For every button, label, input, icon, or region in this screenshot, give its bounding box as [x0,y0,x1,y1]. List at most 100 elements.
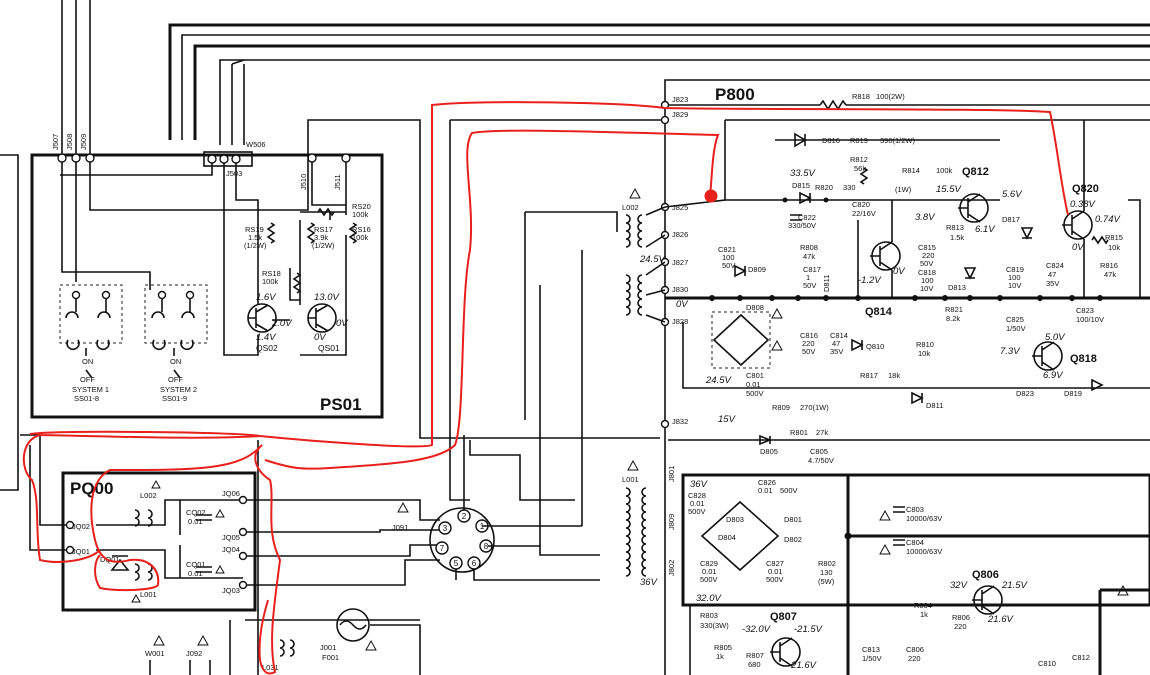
c817-value-1: 1 [806,273,810,282]
d805-label: D805 [760,447,778,456]
jq04-label: JQ04 [222,545,240,554]
l002-primary [625,214,631,248]
svg-text:6: 6 [472,559,477,568]
r821-value: 8.2k [946,314,960,323]
c817-label: C817 [803,265,821,274]
ps01-label: PS01 [320,395,362,414]
qs02-label: QS02 [256,343,278,353]
c820-label: C820 [852,200,870,209]
v-minus-1-2-label: -1.2V [858,275,882,286]
c816-value-2: 50V [802,347,815,356]
c815-value-2: 50V [920,259,933,268]
rs17-resistor [306,222,316,244]
q810-label: Q810 [866,342,884,351]
j511-label: J511 [333,174,342,190]
d802-label: D802 [784,535,802,544]
r815-value: 10k [1108,243,1120,252]
pq00-l001-label: L001 [140,590,157,599]
qs02-v-collector: 2.0V [271,318,293,329]
v24-5b-label: 24.5V [705,375,732,386]
c818-value-1: 100 [921,276,934,285]
r813-label: R813 [946,223,964,232]
r814-label: R814 [902,166,920,175]
r802-value-2: (5W) [818,577,835,586]
r803-label: R803 [700,611,718,620]
svg-text:8: 8 [484,542,489,551]
j823-label: J823 [672,95,688,104]
c822-value: 330/50V [788,221,816,230]
q814-v0-label: 0V [893,266,906,277]
f001-label: F001 [322,653,339,662]
cq01-label: CQ01 [186,560,206,569]
red-probe-dot [704,189,718,203]
r807-label: R807 [746,651,764,660]
c815-value-1: 220 [922,251,935,260]
pq00-block: PQ00 JQ02 JQ01 L002 L001 DQ01 CQ02 0.01 … [20,434,257,612]
j827-label: J827 [672,258,688,267]
c813-label: C813 [862,645,880,654]
c827-value-1: 0.01 [768,567,783,576]
w506-label: W506 [246,140,266,149]
d823-label: D823 [1016,389,1034,398]
j508-label: J508 [65,134,74,150]
qs01-label: QS01 [318,343,340,353]
c803-value: 10000/63V [906,514,942,523]
c828-value-1: 0.01 [690,499,705,508]
d815-label: D815 [792,181,810,190]
d809-label: D809 [748,265,766,274]
r820-watt: (1W) [895,185,912,194]
fuse-holder [336,608,370,642]
rs20-value: 100k [352,210,369,219]
rs19-label: RS19 [245,225,264,234]
j092-label: J092 [186,649,202,658]
c829-value-1: 0.01 [702,567,717,576]
c824-value-2: 35V [1046,279,1059,288]
sys1-off-label: OFF [80,375,95,384]
r809-label: R809 [772,403,790,412]
q820-label: Q820 [1072,183,1099,195]
c821-label: C821 [718,245,736,254]
c819-value-2: 10V [1008,281,1021,290]
jq05-label: JQ05 [222,533,240,542]
v15-label: 15V [718,414,737,425]
r810-value: 10k [918,349,930,358]
c823-label: C823 [1076,306,1094,315]
c821-value-1: 100 [722,253,735,262]
c806-label: C806 [906,645,924,654]
c814-value-1: 47 [832,339,840,348]
r810-label: R810 [916,340,934,349]
l031-coil [279,639,295,657]
d813-label: D813 [948,283,966,292]
svg-text:5: 5 [454,559,459,568]
rs20-resistor [317,207,335,217]
rs20-label: RS20 [352,202,371,211]
rs17-value: 3.9k [314,233,328,242]
r807-value: 680 [748,660,761,669]
r801-value: 27k [816,428,828,437]
r818-value: 100(2W) [876,92,905,101]
c819-label: C819 [1006,265,1024,274]
c827-value-2: 500V [766,575,784,584]
cq02-value: 0.01 [188,517,203,526]
c828-label: C828 [688,491,706,500]
top-bus-lines [0,0,1150,491]
q807-label: Q807 [770,611,797,623]
c818-value-2: 10V [920,284,933,293]
c824-value-1: 47 [1048,270,1056,279]
red-annotation-trace [22,101,1069,675]
v5-0-label: 5.0V [1045,332,1066,343]
d817-label: D817 [1002,215,1020,224]
v32-label: 32V [950,580,969,591]
d801-label: D801 [784,515,802,524]
c825-value: 1/50V [1006,324,1026,333]
c805-value: 4.7/50V [808,456,834,465]
j829-label: J829 [672,110,688,119]
rs19-watt: (1/2W) [244,241,267,250]
qs01-v-emitter: 0V [314,332,327,343]
p800-label: P800 [715,85,755,104]
c824-label: C824 [1046,261,1064,270]
d811b-label: D811 [926,401,943,410]
r802-label: R802 [818,559,836,568]
c803-label: C803 [906,505,924,514]
